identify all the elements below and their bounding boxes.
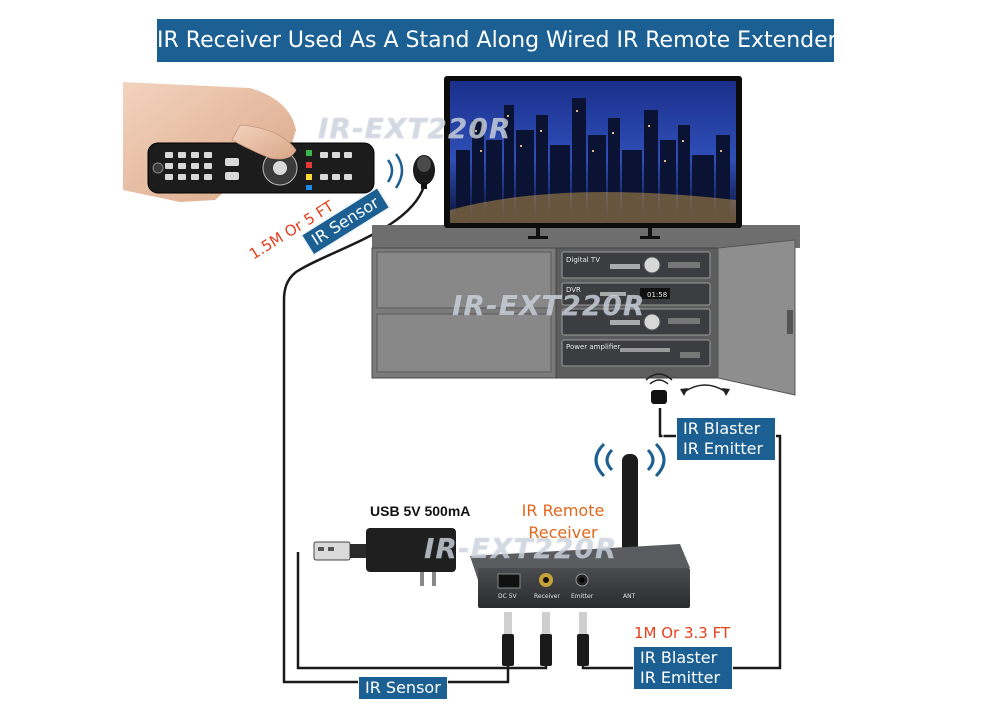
- audio-plugs: [502, 612, 589, 666]
- receiver-label: IR Remote Receiver: [514, 500, 612, 544]
- watermark-middle: IR-EXT220R: [452, 289, 646, 322]
- usb-power-label: USB 5V 500mA: [370, 503, 471, 519]
- television: [444, 76, 742, 239]
- port-ant-label: ANT: [623, 593, 636, 600]
- hand-with-remote: [123, 82, 375, 202]
- blaster-tag-bottom-line2: IR Emitter: [640, 668, 721, 687]
- watermark-top: IR-EXT220R: [318, 112, 512, 145]
- diagram-title: IR Receiver Used As A Stand Along Wired …: [157, 19, 837, 62]
- device-label-dvr: DVR: [566, 286, 581, 294]
- device-label-digital-tv: Digital TV: [566, 256, 600, 264]
- av-devices: Digital TV DVR 01:58 Power amplifier: [561, 251, 711, 367]
- device-label-power-amp: Power amplifier: [566, 343, 621, 351]
- cable-length-emitter-label: 1M Or 3.3 FT: [634, 624, 731, 642]
- blaster-tag-right-line2: IR Emitter: [683, 439, 764, 458]
- ir-receiver-box: DC 5V Receiver Emitter ANT: [470, 442, 690, 608]
- remote-ir-waves: [386, 153, 404, 189]
- watermark-bottom: IR-EXT220R: [424, 532, 618, 565]
- dvr-display: 01:58: [647, 291, 667, 299]
- emitter-cable: [581, 408, 782, 670]
- usb-cable: [296, 552, 548, 670]
- sensor-cable: [282, 185, 510, 684]
- blaster-tag-bottom-line1: IR Blaster: [640, 648, 718, 667]
- ir-blaster-head: [645, 373, 673, 404]
- ir-sensor-tag-bottom: IR Sensor: [358, 676, 448, 700]
- blaster-tag-bottom: IR Blaster IR Emitter: [633, 646, 733, 690]
- port-receiver-label: Receiver: [534, 593, 560, 600]
- receiver-label-line1: IR Remote: [521, 501, 605, 520]
- blaster-tag-right: IR Blaster IR Emitter: [676, 417, 776, 461]
- ir-sensor-eye: [413, 155, 435, 189]
- usb-power-adapter: [313, 528, 456, 586]
- receiver-label-line2: Receiver: [528, 523, 598, 542]
- blaster-tag-right-line1: IR Blaster: [683, 419, 761, 438]
- port-dc-label: DC 5V: [498, 593, 518, 600]
- port-emitter-label: Emitter: [571, 593, 594, 600]
